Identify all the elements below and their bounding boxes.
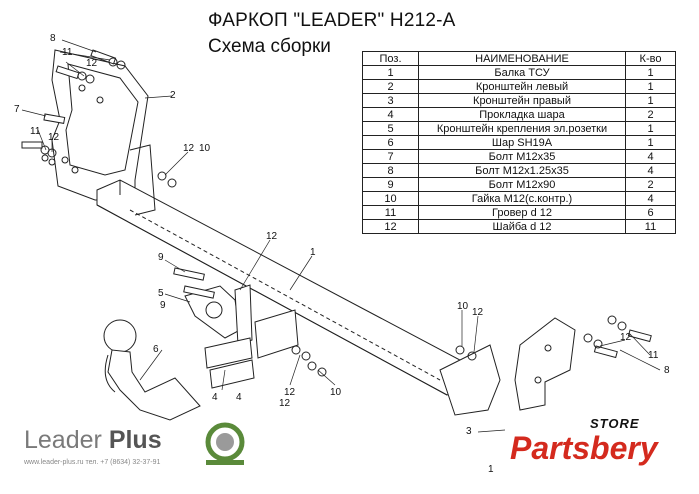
- callout-11-left: 11: [30, 126, 41, 137]
- callout-12-beam: 12: [266, 231, 278, 242]
- leader-lines: [21, 39, 661, 433]
- cell-name: Кронштейн правый: [418, 93, 626, 108]
- callout-7: 7: [14, 104, 20, 115]
- left-bracket: [51, 49, 149, 201]
- cell-pos: 12: [362, 219, 419, 234]
- right-bracket: [514, 317, 576, 411]
- callout-9b: 9: [160, 300, 166, 311]
- partsbery-logo: Partsbery: [510, 430, 658, 466]
- callout-6: 6: [153, 344, 159, 355]
- callout-4a: 4: [212, 392, 218, 403]
- callout-12-top: 12: [86, 58, 98, 69]
- bolts-right: [583, 315, 652, 359]
- callout-10-center: 10: [330, 387, 342, 398]
- callout-12-right2: 12: [620, 332, 632, 343]
- cell-name: Болт М12х35: [418, 149, 626, 164]
- callout-8-left: 8: [50, 33, 56, 44]
- bolts-top-left: [55, 49, 126, 84]
- leader-contacts: www.leader-plus.ru тел. +7 (8634) 32-37-…: [24, 459, 161, 466]
- callout-12-center: 12: [284, 387, 296, 398]
- callout-4b: 4: [236, 392, 242, 403]
- callout-9: 9: [158, 252, 164, 263]
- store-label: STORE: [590, 416, 640, 431]
- cell-name: Кронштейн крепления эл.розетки: [418, 121, 626, 136]
- callout-12-bottom: 12: [279, 398, 291, 409]
- callout-12-left: 12: [48, 132, 60, 143]
- ball-plates: [204, 309, 299, 389]
- socket-bracket: [184, 284, 253, 346]
- callout-2: 2: [170, 90, 176, 101]
- callout-11-right: 11: [648, 350, 659, 361]
- nut-top: [157, 171, 177, 188]
- main-beam: [96, 144, 501, 416]
- bolts-left: [21, 113, 66, 166]
- plus-word: Plus: [108, 426, 162, 454]
- leader-plus-logo-text: Leader Plus: [24, 426, 162, 455]
- cell-qty: 11: [625, 219, 676, 234]
- callout-1: 1: [310, 247, 316, 258]
- callout-8-right: 8: [664, 365, 670, 376]
- callout-12-right: 12: [472, 307, 484, 318]
- leader-word: Leader: [24, 426, 102, 454]
- callout-10-top: 10: [199, 143, 211, 154]
- nuts-bottom: [291, 345, 477, 377]
- callout-12-nut: 12: [183, 143, 195, 154]
- bolts-9: [173, 267, 215, 299]
- tow-ball: [103, 319, 201, 421]
- diagram-subtitle: Схема сборки: [208, 36, 331, 57]
- callout-11-top: 11: [62, 47, 73, 58]
- diagram-title: ФАРКОП "LEADER" H212-A: [208, 10, 456, 31]
- callout-10-right: 10: [457, 301, 469, 312]
- leader-plus-logo-icon: [205, 422, 245, 465]
- callout-1-bottom: 1: [488, 464, 494, 475]
- callout-5: 5: [158, 288, 164, 299]
- cell-name: Болт М12х1.25х35: [418, 163, 626, 178]
- callout-3: 3: [466, 426, 472, 437]
